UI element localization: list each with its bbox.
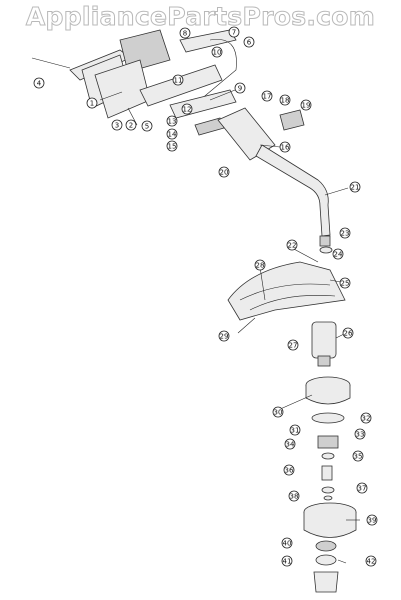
svg-text:17: 17 — [263, 93, 272, 101]
svg-text:37: 37 — [358, 485, 367, 493]
svg-text:39: 39 — [368, 517, 377, 525]
svg-text:21: 21 — [351, 184, 360, 192]
callout-29: 29 — [218, 330, 230, 342]
callout-36: 36 — [283, 464, 295, 476]
svg-text:2: 2 — [129, 122, 133, 130]
svg-text:14: 14 — [168, 131, 177, 139]
callout-32: 32 — [360, 412, 372, 424]
svg-text:20: 20 — [220, 169, 229, 177]
callout-31: 31 — [289, 424, 301, 436]
svg-text:6: 6 — [247, 39, 252, 47]
callout-12: 12 — [181, 103, 193, 115]
svg-text:25: 25 — [341, 280, 350, 288]
svg-text:41: 41 — [283, 558, 292, 566]
svg-text:31: 31 — [291, 427, 300, 435]
svg-text:28: 28 — [256, 262, 265, 270]
svg-text:15: 15 — [168, 143, 177, 151]
svg-text:7: 7 — [232, 29, 236, 37]
callout-16: 16 — [279, 141, 291, 153]
svg-text:38: 38 — [290, 493, 299, 501]
svg-text:35: 35 — [354, 453, 363, 461]
svg-text:27: 27 — [289, 342, 298, 350]
svg-text:8: 8 — [183, 30, 187, 38]
svg-text:18: 18 — [281, 97, 290, 105]
callout-8: 8 — [179, 27, 191, 39]
engine-housing-assembly — [31, 29, 305, 161]
callout-37: 37 — [356, 482, 368, 494]
callout-33: 33 — [354, 428, 366, 440]
svg-text:11: 11 — [174, 77, 183, 85]
callout-30: 30 — [272, 406, 284, 418]
callout-18: 18 — [279, 94, 291, 106]
svg-text:29: 29 — [220, 333, 229, 341]
svg-text:1: 1 — [90, 100, 94, 108]
svg-text:40: 40 — [283, 540, 292, 548]
callout-41: 41 — [281, 555, 293, 567]
debris-shield — [227, 261, 346, 321]
svg-text:23: 23 — [341, 230, 350, 238]
callout-34: 34 — [284, 438, 296, 450]
callout-42: 42 — [365, 555, 377, 567]
callout-23: 23 — [339, 227, 351, 239]
svg-text:12: 12 — [183, 106, 192, 114]
callout-22: 22 — [286, 239, 298, 251]
svg-text:10: 10 — [213, 49, 222, 57]
callout-28: 28 — [254, 259, 266, 271]
callout-17: 17 — [261, 90, 273, 102]
svg-text:5: 5 — [145, 123, 149, 131]
callout-40: 40 — [281, 537, 293, 549]
callout-leaders — [99, 87, 360, 564]
callout-2: 2 — [125, 119, 137, 131]
callout-1: 1 — [86, 97, 98, 109]
callout-4: 4 — [33, 77, 45, 89]
site-watermark: AppliancePartsPros.com — [25, 2, 376, 32]
callout-9: 9 — [234, 82, 246, 94]
callout-10: 10 — [211, 46, 223, 58]
svg-text:22: 22 — [288, 242, 297, 250]
callout-25: 25 — [339, 277, 351, 289]
callout-20: 20 — [218, 166, 230, 178]
trimmer-head-stack — [303, 376, 357, 593]
callout-27: 27 — [287, 339, 299, 351]
callout-14: 14 — [166, 128, 178, 140]
callout-3: 3 — [111, 119, 123, 131]
svg-text:13: 13 — [168, 118, 177, 126]
svg-text:32: 32 — [362, 415, 371, 423]
svg-text:33: 33 — [356, 431, 365, 439]
callout-7: 7 — [228, 26, 240, 38]
callout-21: 21 — [349, 181, 361, 193]
callout-39: 39 — [366, 514, 378, 526]
svg-text:16: 16 — [281, 144, 290, 152]
callout-19: 19 — [300, 99, 312, 111]
callout-26: 26 — [342, 327, 354, 339]
callout-13: 13 — [166, 115, 178, 127]
svg-text:3: 3 — [115, 122, 119, 130]
callout-5: 5 — [141, 120, 153, 132]
callout-6: 6 — [243, 36, 255, 48]
callout-15: 15 — [166, 140, 178, 152]
svg-text:30: 30 — [274, 409, 283, 417]
gear-head — [311, 321, 337, 367]
svg-text:42: 42 — [367, 558, 376, 566]
svg-text:19: 19 — [302, 102, 311, 110]
callout-38: 38 — [288, 490, 300, 502]
callout-24: 24 — [332, 248, 344, 260]
svg-text:34: 34 — [286, 441, 295, 449]
svg-text:24: 24 — [334, 251, 343, 259]
callout-11: 11 — [172, 74, 184, 86]
callout-labels: 1 2 3 4 5 6 7 8 9 10 11 12 13 14 15 16 1… — [33, 26, 378, 567]
svg-text:36: 36 — [285, 467, 294, 475]
svg-text:9: 9 — [238, 85, 242, 93]
svg-text:26: 26 — [344, 330, 353, 338]
callout-35: 35 — [352, 450, 364, 462]
svg-text:4: 4 — [37, 80, 42, 88]
drive-shaft — [255, 144, 333, 254]
